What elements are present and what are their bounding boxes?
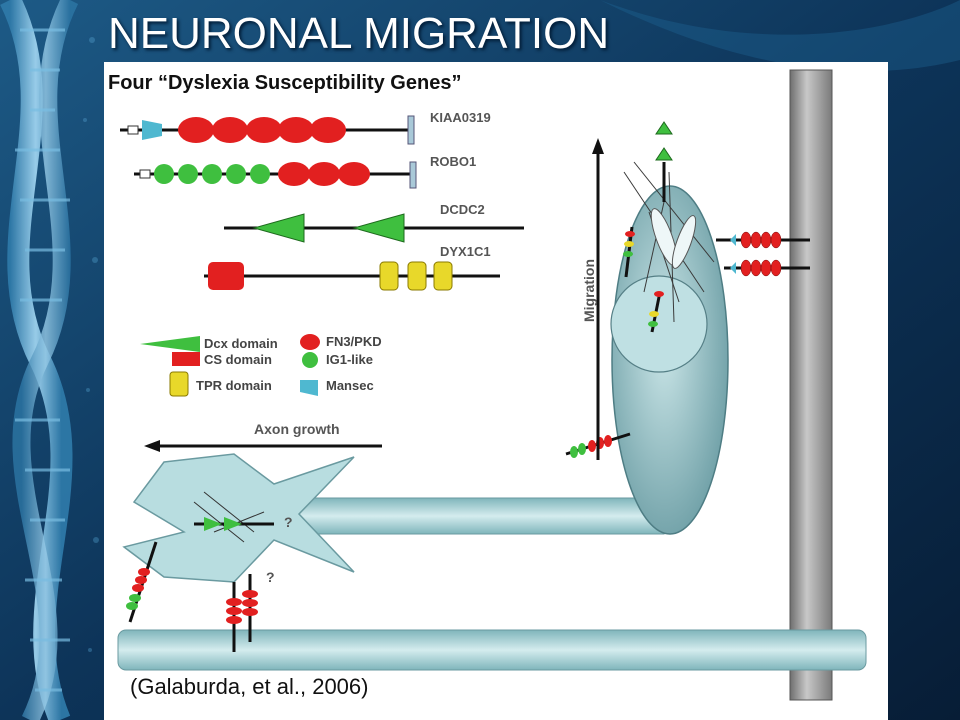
subtitle: Four “Dyslexia Susceptibility Genes” xyxy=(108,72,462,94)
gene-kiaa0319: KIAA0319 xyxy=(120,110,491,145)
legend: Dcx domain FN3/PKD CS domain IG1-like TP… xyxy=(140,334,382,397)
svg-text:ROBO1: ROBO1 xyxy=(430,154,476,169)
question-mark-1: ? xyxy=(284,514,293,530)
page-title: NEURONAL MIGRATION xyxy=(108,9,610,58)
receptor-pair-fiber xyxy=(716,231,810,277)
svg-text:KIAA0319: KIAA0319 xyxy=(430,110,491,125)
question-mark-2: ? xyxy=(266,569,275,585)
nucleus xyxy=(610,275,708,373)
svg-text:DCDC2: DCDC2 xyxy=(440,202,485,217)
citation: (Galaburda, et al., 2006) xyxy=(130,674,369,699)
svg-text:TPR domain: TPR domain xyxy=(196,378,272,393)
svg-text:CS domain: CS domain xyxy=(204,352,272,367)
centrosome xyxy=(650,208,697,269)
dna-helix-graphic xyxy=(0,0,79,720)
svg-text:Axon growth: Axon growth xyxy=(254,421,340,437)
figure-diagram: ? ? KIAA0319 ROBO1 xyxy=(117,69,867,701)
gene-dyx1c1: DYX1C1 xyxy=(204,244,500,291)
gene-robo1: ROBO1 xyxy=(134,154,476,189)
radial-glia-fiber xyxy=(789,69,833,701)
svg-text:Migration: Migration xyxy=(581,259,597,322)
axon xyxy=(283,497,665,535)
receptor-growth-cone-left xyxy=(126,541,158,623)
dcx-marker xyxy=(655,147,673,161)
svg-text:IG1-like: IG1-like xyxy=(326,352,373,367)
axon-growth-arrow: Axon growth xyxy=(144,421,382,452)
svg-text:Dcx domain: Dcx domain xyxy=(204,336,278,351)
svg-text:Mansec: Mansec xyxy=(326,378,374,393)
dcx-marker xyxy=(655,121,673,135)
svg-text:DYX1C1: DYX1C1 xyxy=(440,244,491,259)
growth-cone xyxy=(122,453,355,583)
migration-arrow: Migration xyxy=(581,138,604,460)
receptor-bottom xyxy=(226,574,258,652)
gene-dcdc2: DCDC2 xyxy=(224,202,524,243)
svg-text:FN3/PKD: FN3/PKD xyxy=(326,334,382,349)
receptor-inner xyxy=(623,226,664,333)
horizontal-fiber xyxy=(117,629,867,671)
